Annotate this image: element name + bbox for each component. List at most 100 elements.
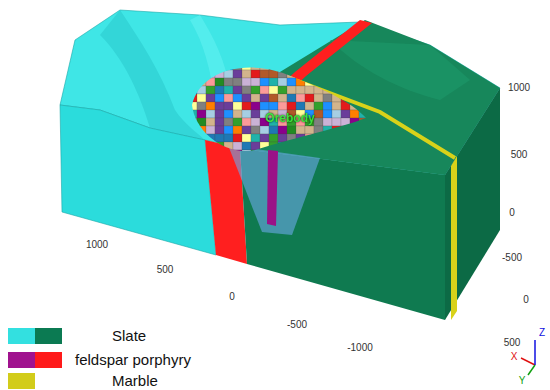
orebody-block — [278, 142, 287, 150]
orebody-block — [323, 78, 332, 86]
orebody-block — [350, 78, 359, 86]
orebody-block — [278, 134, 287, 142]
orebody-block — [242, 110, 251, 118]
orebody-block — [251, 134, 260, 142]
orebody-block — [260, 54, 269, 62]
orebody-block — [224, 118, 233, 126]
orebody-block — [287, 62, 296, 70]
x-tick: 0 — [229, 292, 235, 302]
orebody-block — [296, 86, 305, 94]
orebody-block — [350, 86, 359, 94]
orebody-block — [260, 86, 269, 94]
orebody-block — [332, 54, 341, 62]
orebody-block — [350, 110, 359, 118]
orebody-block — [341, 70, 350, 78]
orebody-block — [296, 142, 305, 150]
orebody-block — [350, 126, 359, 134]
orebody-block — [224, 70, 233, 78]
orebody-block — [278, 70, 287, 78]
orebody-block — [233, 110, 242, 118]
orebody-block — [206, 70, 215, 78]
orebody-block — [287, 142, 296, 150]
orebody-block — [188, 134, 197, 142]
orebody-block — [323, 126, 332, 134]
orebody-block — [287, 54, 296, 62]
orebody-block — [242, 118, 251, 126]
orebody-block — [314, 118, 323, 126]
orebody-block — [323, 142, 332, 150]
z-tick: 0 — [509, 208, 515, 218]
orebody-block — [314, 110, 323, 118]
orebody-block — [305, 134, 314, 142]
orebody-block — [197, 110, 206, 118]
orebody-block — [323, 134, 332, 142]
orebody-block — [215, 86, 224, 94]
legend-text: Marble — [112, 373, 158, 389]
orebody-block — [242, 94, 251, 102]
orebody-block — [233, 134, 242, 142]
orebody-block — [341, 54, 350, 62]
orebody-block — [359, 102, 368, 110]
orebody-block — [305, 142, 314, 150]
orebody-block — [359, 110, 368, 118]
orebody-block — [215, 70, 224, 78]
orebody-block — [188, 62, 197, 70]
orebody-block — [197, 94, 206, 102]
orebody-block — [287, 94, 296, 102]
orebody-block — [332, 126, 341, 134]
orebody-block — [269, 126, 278, 134]
legend-row: Marble — [0, 373, 260, 389]
orebody-block — [296, 150, 305, 158]
orebody-block — [242, 78, 251, 86]
orebody-block — [332, 70, 341, 78]
orebody-block — [341, 86, 350, 94]
orebody-block — [359, 78, 368, 86]
orebody-block — [278, 150, 287, 158]
orebody-block — [350, 94, 359, 102]
orebody-block — [305, 62, 314, 70]
orebody-block — [341, 150, 350, 158]
orebody-block — [224, 102, 233, 110]
orebody-block — [242, 150, 251, 158]
orebody-pit — [228, 145, 320, 235]
orebody-block — [278, 78, 287, 86]
orebody-block — [188, 126, 197, 134]
slate-side-green — [445, 88, 500, 320]
orebody-block — [368, 78, 377, 86]
orebody-block — [224, 126, 233, 134]
orebody-block — [287, 70, 296, 78]
orebody-block — [215, 102, 224, 110]
legend-row: feldspar porphyry — [0, 352, 260, 368]
orebody-block — [350, 102, 359, 110]
orebody-block — [206, 102, 215, 110]
orebody-block — [341, 78, 350, 86]
orebody-block — [197, 70, 206, 78]
orebody-block — [323, 94, 332, 102]
x-tick: 1000 — [86, 240, 108, 250]
orebody-block — [269, 62, 278, 70]
orebody-block — [305, 70, 314, 78]
orebody-block — [323, 70, 332, 78]
orebody-block — [206, 94, 215, 102]
orebody-block — [233, 54, 242, 62]
orebody-block — [215, 142, 224, 150]
orebody-block — [368, 134, 377, 142]
legend-swatch-alt — [35, 328, 62, 344]
orebody-block — [233, 142, 242, 150]
orebody-block — [314, 62, 323, 70]
orebody-block — [332, 62, 341, 70]
marble-top — [290, 78, 455, 158]
y-tick: -500 — [502, 253, 522, 263]
orebody-block — [260, 94, 269, 102]
orebody-block — [269, 78, 278, 86]
orebody-block — [296, 62, 305, 70]
x-tick: -1000 — [347, 343, 373, 353]
orebody-block — [215, 126, 224, 134]
orebody-block — [323, 86, 332, 94]
orebody-block — [368, 110, 377, 118]
marble-side — [451, 156, 457, 320]
orebody-block — [341, 110, 350, 118]
orebody-block — [233, 118, 242, 126]
orebody-block — [368, 70, 377, 78]
orebody-block — [341, 94, 350, 102]
